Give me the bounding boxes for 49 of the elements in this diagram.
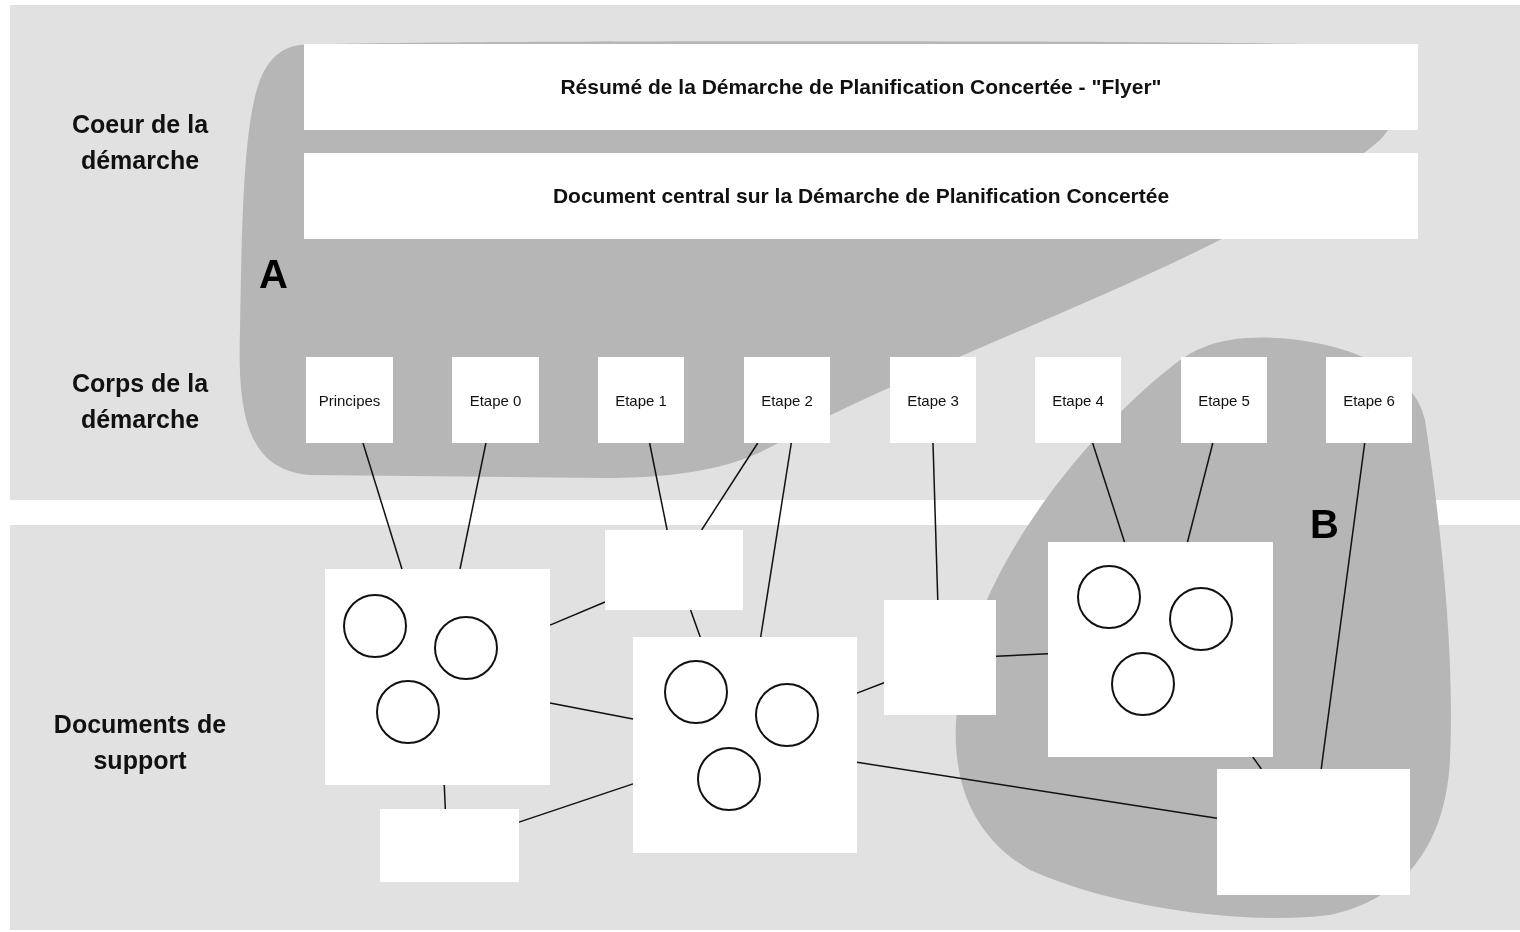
circle-shape (1111, 652, 1175, 716)
step-box: Etape 6 (1326, 357, 1412, 443)
region-letter: A (259, 252, 288, 296)
step-box: Etape 2 (744, 357, 830, 443)
document-card (325, 569, 550, 785)
circle-shape (1169, 587, 1233, 651)
connector-line (648, 442, 668, 531)
row-label: Coeur de la démarche (70, 109, 210, 176)
connector-line (443, 784, 447, 810)
document-card (605, 530, 743, 610)
connector-line (549, 702, 634, 720)
connector-line (362, 442, 403, 570)
row-label: Documents de support (52, 709, 228, 776)
step-box: Etape 0 (452, 357, 539, 443)
connector-line (549, 601, 606, 626)
circle-shape (1077, 565, 1141, 629)
connector-line (700, 442, 759, 531)
circle-shape (697, 747, 761, 811)
document-card (633, 637, 857, 853)
connector-line (932, 442, 939, 601)
circle-shape (664, 660, 728, 724)
connector-line (1320, 442, 1366, 770)
step-box: Etape 3 (890, 357, 976, 443)
document-card (1048, 542, 1273, 757)
connector-line (995, 653, 1049, 658)
connector-line (689, 609, 701, 638)
connector-line (1252, 756, 1263, 770)
document-card (1217, 769, 1410, 895)
connector-line (856, 761, 1218, 819)
step-box: Etape 4 (1035, 357, 1121, 443)
circle-shape (434, 616, 498, 680)
row-label: Corps de la démarche (70, 368, 210, 435)
step-box: Etape 5 (1181, 357, 1267, 443)
connector-line (759, 442, 793, 638)
connector-line (518, 783, 634, 823)
step-box: Etape 1 (598, 357, 684, 443)
connector-line (459, 442, 487, 570)
document-card (380, 809, 519, 882)
step-box: Principes (306, 357, 393, 443)
circle-shape (755, 683, 819, 747)
circle-shape (376, 680, 440, 744)
region-letter: B (1310, 502, 1339, 546)
document-card (884, 600, 996, 715)
connector-line (856, 682, 885, 694)
document-banner: Résumé de la Démarche de Planification Concertée - "Flyer" (304, 44, 1418, 130)
connector-line (1186, 442, 1214, 543)
circle-shape (343, 594, 407, 658)
document-banner: Document central sur la Démarche de Planification Concertée (304, 153, 1418, 239)
connector-line (1091, 442, 1126, 543)
